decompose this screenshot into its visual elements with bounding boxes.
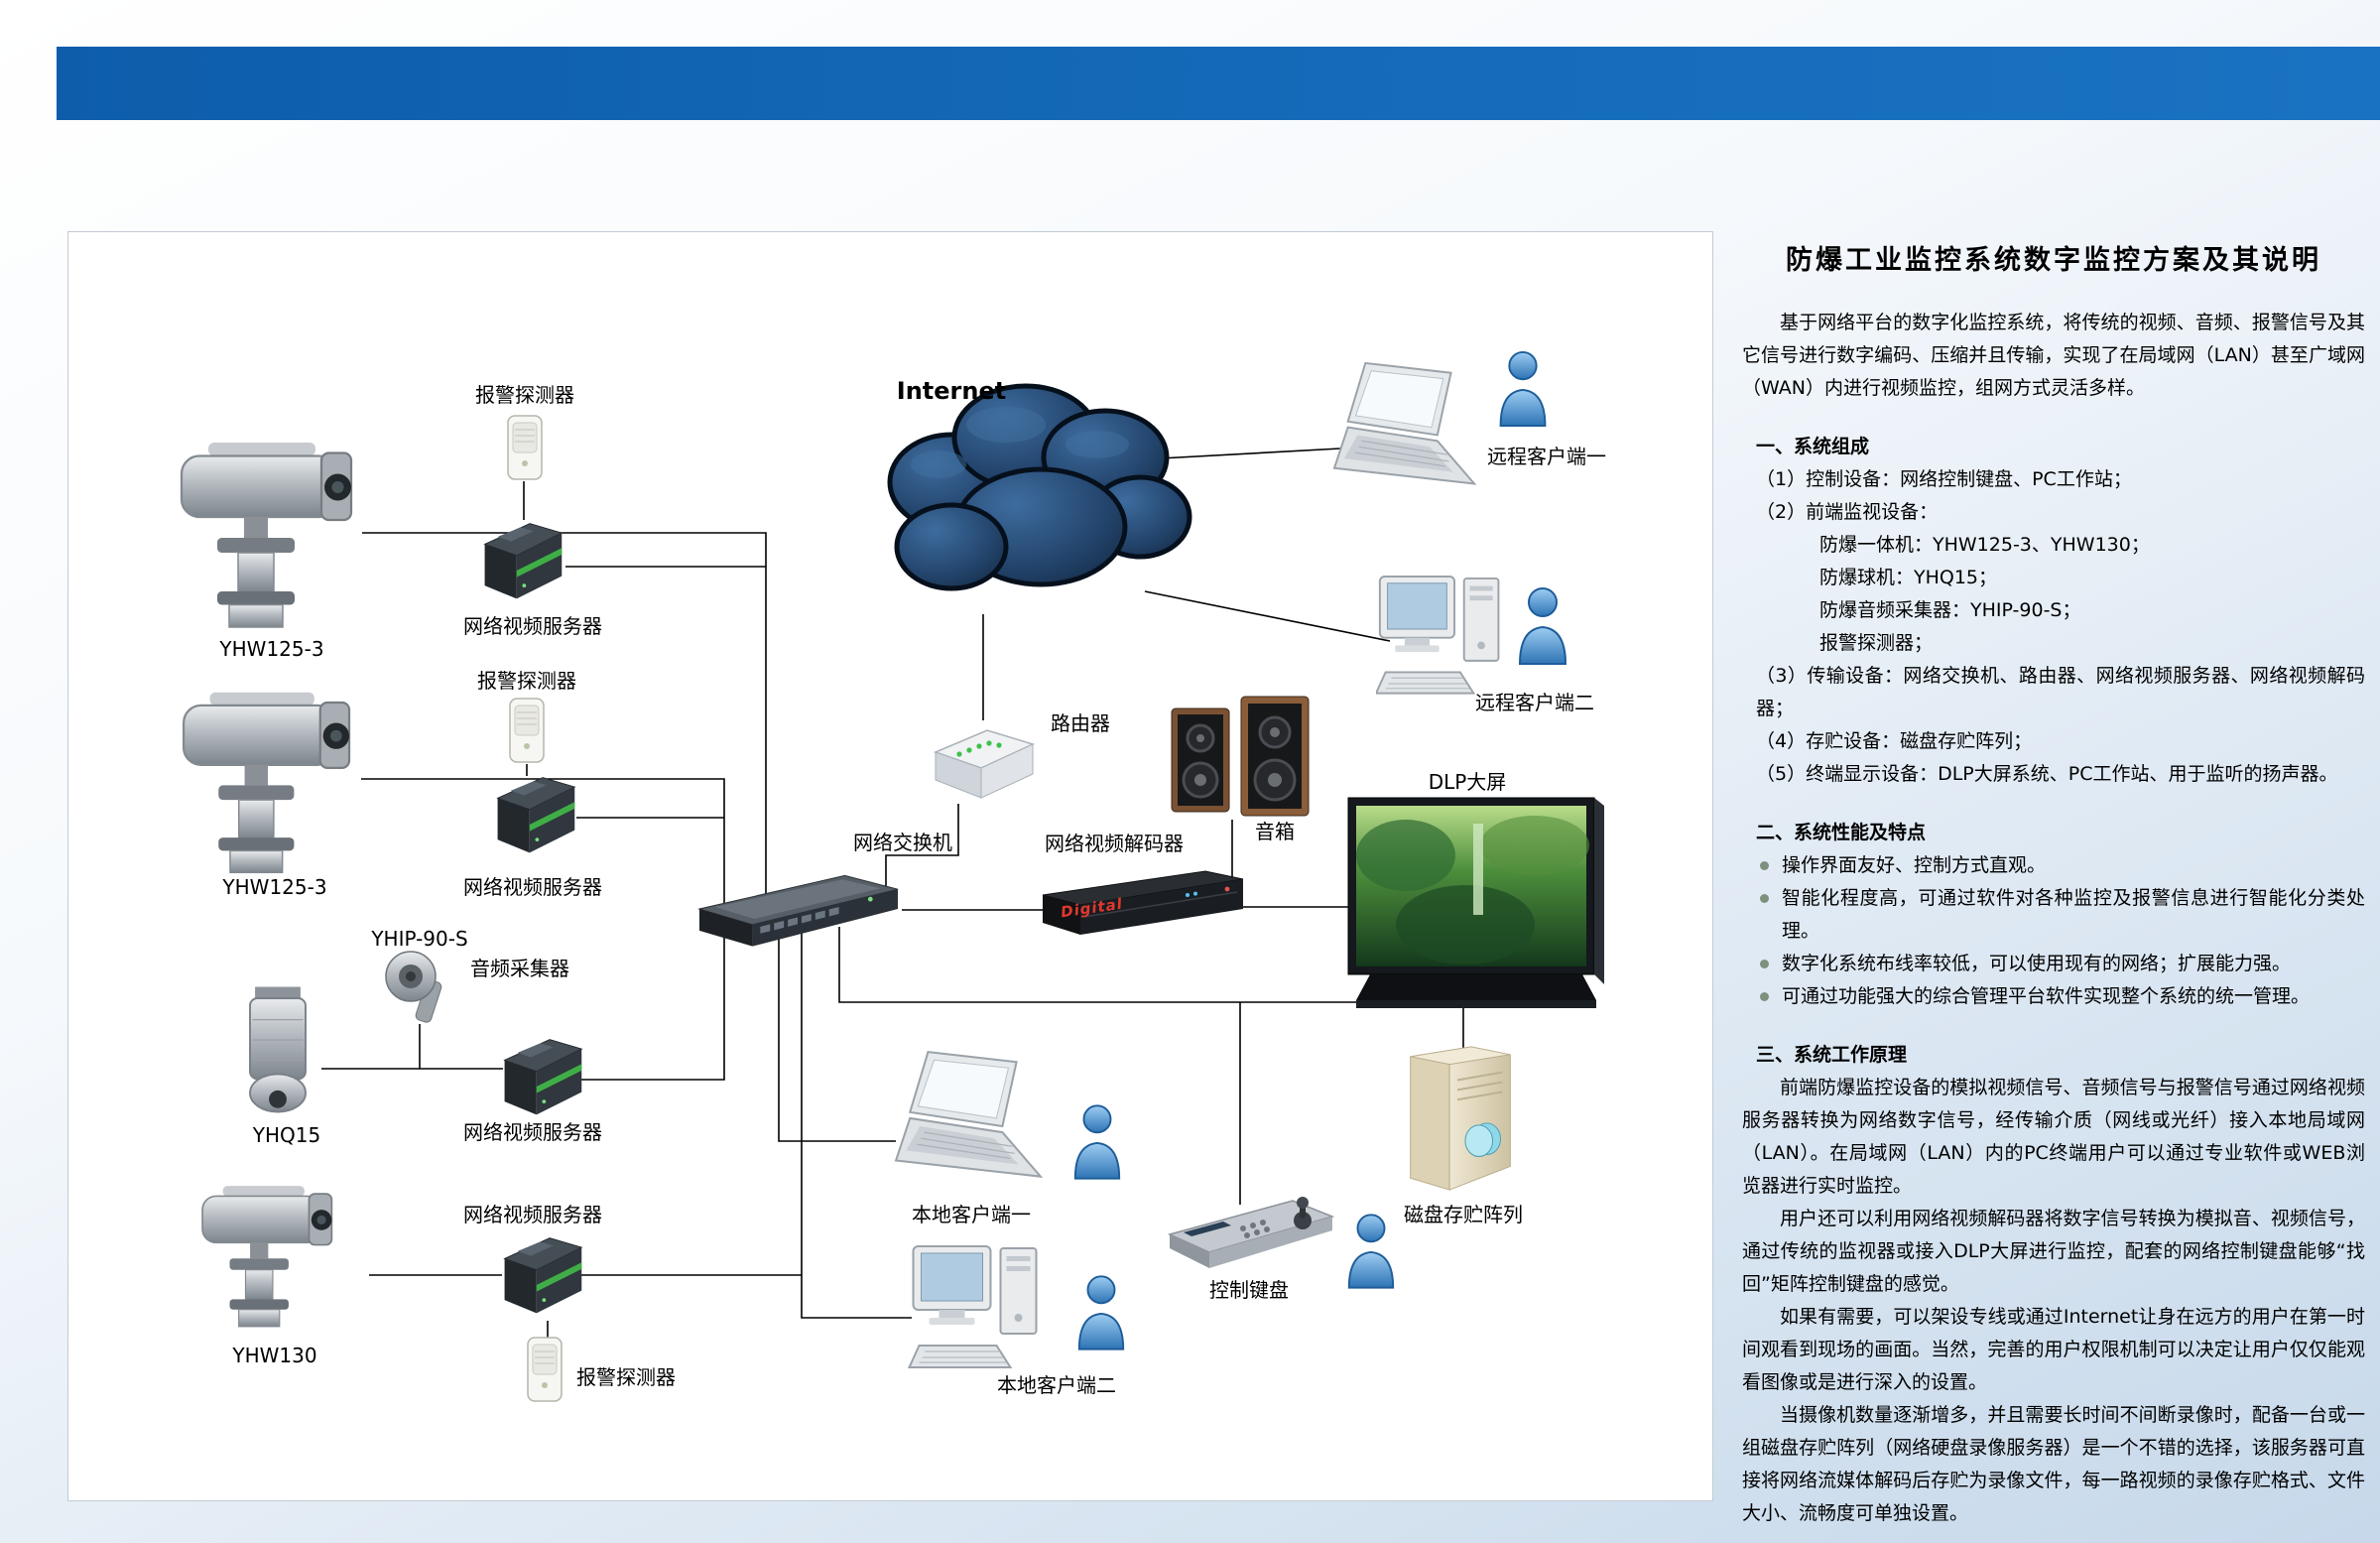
composition-line: 防爆音频采集器：YHIP-90-S； xyxy=(1819,599,2081,621)
switch-label: 网络交换机 xyxy=(853,831,952,854)
router-icon xyxy=(930,716,1039,808)
network-switch-icon xyxy=(695,867,902,959)
video-server-4-label: 网络视频服务器 xyxy=(463,1203,602,1226)
audio-name-label: 音频采集器 xyxy=(470,957,569,980)
composition-line: （1）控制设备：网络控制键盘、PC工作站； xyxy=(1756,468,2132,490)
principle-paragraph: 如果有需要，可以架设专线或通过Internet让身在远方的用户在第一时间观看到现… xyxy=(1742,1306,2365,1393)
audio-model-label: YHIP-90-S xyxy=(371,927,468,951)
local-laptop-icon xyxy=(890,1048,1049,1199)
alarm-detector-1-icon xyxy=(503,414,547,483)
section-3-heading: 三、系统工作原理 xyxy=(1756,1044,1908,1066)
video-decoder-icon: Digital xyxy=(1039,865,1247,945)
principle-paragraph: 前端防爆监控设备的模拟视频信号、音频信号与报警信号通过网络视频服务器转换为网络数… xyxy=(1742,1077,2365,1197)
dome-camera-icon xyxy=(237,984,318,1123)
camera-4-label: YHW130 xyxy=(232,1344,317,1367)
composition-line: 防爆一体机：YHW125-3、YHW130； xyxy=(1819,534,2150,556)
internet-label: Internet xyxy=(896,377,1007,405)
video-server-1-icon xyxy=(477,512,566,611)
composition-line: （2）前端监视设备： xyxy=(1756,501,1939,523)
user-3-icon xyxy=(1070,1101,1124,1181)
video-server-3-icon xyxy=(497,1028,586,1127)
feature-item: 操作界面友好、控制方式直观。 xyxy=(1756,849,2365,882)
camera-2-label: YHW125-3 xyxy=(222,875,327,899)
video-server-2-icon xyxy=(490,766,579,865)
composition-line: （4）存贮设备：磁盘存贮阵列； xyxy=(1756,730,2033,752)
header-bar xyxy=(57,47,2380,120)
composition-line: （5）终端显示设备：DLP大屏系统、PC工作站、用于监听的扬声器。 xyxy=(1756,763,2338,785)
alarm-3-label: 报警探测器 xyxy=(576,1365,676,1389)
ptz-camera-3-icon xyxy=(173,1177,366,1336)
principle-paragraph: 当摄像机数量逐渐增多，并且需要长时间不间断录像时，配备一台或一组磁盘存贮阵列（网… xyxy=(1742,1404,2365,1524)
control-keyboard-icon xyxy=(1166,1191,1336,1282)
local-client-1-label: 本地客户端一 xyxy=(912,1203,1031,1226)
remote-laptop-icon xyxy=(1328,359,1482,505)
feature-item: 智能化程度高，可通过软件对各种监控及报警信息进行智能化分类处理。 xyxy=(1756,882,2365,948)
remote-client-2-label: 远程客户端二 xyxy=(1475,691,1594,714)
video-server-2-label: 网络视频服务器 xyxy=(463,875,602,899)
video-server-1-label: 网络视频服务器 xyxy=(463,614,602,638)
alarm-1-label: 报警探测器 xyxy=(475,383,574,407)
diagram-panel: Digital YHW125-3 报警探测器 网络视频服务器 YHW125-3 … xyxy=(67,231,1713,1501)
section-features: 二、系统性能及特点 操作界面友好、控制方式直观。 智能化程度高，可通过软件对各种… xyxy=(1742,817,2365,1013)
alarm-detector-3-icon xyxy=(523,1336,566,1405)
page-title: 防爆工业监控系统数字监控方案及其说明 xyxy=(1786,245,2321,276)
intro-paragraph: 基于网络平台的数字化监控系统，将传统的视频、音频、报警信号及其它信号进行数字编码… xyxy=(1742,312,2365,399)
video-server-4-icon xyxy=(497,1226,586,1326)
ptz-camera-2-icon xyxy=(173,681,366,884)
remote-client-1-label: 远程客户端一 xyxy=(1487,445,1606,468)
alarm-detector-2-icon xyxy=(505,697,549,766)
camera-3-label: YHQ15 xyxy=(252,1123,321,1147)
user-2-icon xyxy=(1515,585,1570,665)
user-4-icon xyxy=(1074,1272,1128,1351)
camera-1-label: YHW125-3 xyxy=(219,637,324,661)
composition-line: 报警探测器； xyxy=(1819,632,1934,654)
disk-array-label: 磁盘存贮阵列 xyxy=(1404,1203,1523,1226)
video-server-3-label: 网络视频服务器 xyxy=(463,1120,602,1144)
user-1-icon xyxy=(1495,349,1551,427)
alarm-2-label: 报警探测器 xyxy=(477,669,576,693)
dlp-screen-icon xyxy=(1346,796,1606,1014)
local-client-2-label: 本地客户端二 xyxy=(997,1373,1116,1397)
composition-line: （3）传输设备：网络交换机、路由器、网络视频服务器、网络视频解码器； xyxy=(1756,665,2365,719)
section-composition: 一、系统组成 （1）控制设备：网络控制键盘、PC工作站； （2）前端监视设备： … xyxy=(1742,431,2365,791)
decoder-label: 网络视频解码器 xyxy=(1045,832,1184,855)
principle-paragraph: 用户还可以利用网络视频解码器将数字信号转换为模拟音、视频信号，通过传统的监视器或… xyxy=(1742,1208,2365,1295)
connection-lines xyxy=(321,448,1464,1340)
section-principle: 三、系统工作原理 前端防爆监控设备的模拟视频信号、音频信号与报警信号通过网络视频… xyxy=(1742,1039,2365,1530)
disk-array-icon xyxy=(1400,1041,1521,1196)
speakers-label: 音箱 xyxy=(1255,820,1295,843)
description-panel: 防爆工业监控系统数字监控方案及其说明 基于网络平台的数字化监控系统，将传统的视频… xyxy=(1742,238,2365,1533)
router-label: 路由器 xyxy=(1051,711,1110,735)
dlp-label: DLP大屏 xyxy=(1428,770,1507,794)
control-keyboard-label: 控制键盘 xyxy=(1209,1278,1289,1302)
section-1-heading: 一、系统组成 xyxy=(1756,436,1870,457)
feature-item: 数字化系统布线率较低，可以使用现有的网络；扩展能力强。 xyxy=(1756,948,2365,980)
ptz-camera-1-icon xyxy=(173,431,366,639)
composition-line: 防爆球机：YHQ15； xyxy=(1819,567,1998,588)
feature-item: 可通过功能强大的综合管理平台软件实现整个系统的统一管理。 xyxy=(1756,980,2365,1013)
local-desktop-icon xyxy=(907,1242,1051,1389)
section-2-heading: 二、系统性能及特点 xyxy=(1756,822,1927,843)
